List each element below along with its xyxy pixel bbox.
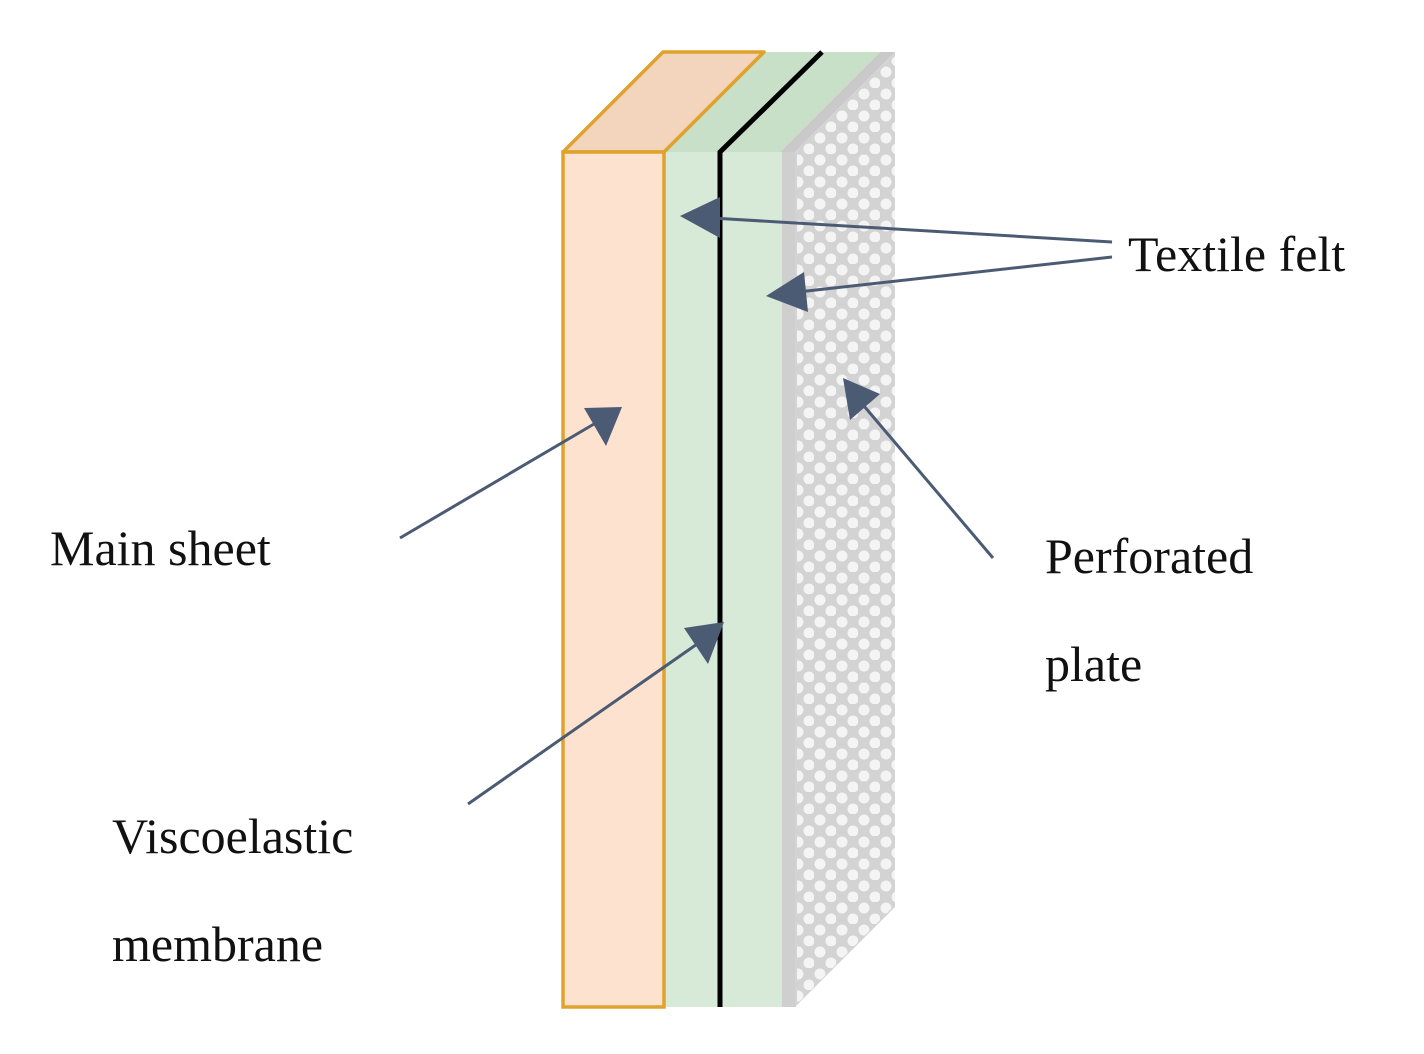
viscoelastic-membrane-label-line-2: membrane — [112, 915, 324, 972]
viscoelastic-membrane-label-line-1: Viscoelastic — [112, 808, 354, 864]
arrows — [399, 197, 1113, 806]
arrow-perforated-plate — [843, 378, 995, 559]
arrow-textile-felt-1 — [680, 197, 1113, 244]
perforated-plate-top — [780, 52, 895, 152]
textile-felt-front — [664, 52, 822, 1007]
perforated-plate — [780, 52, 895, 1007]
perforated-plate-label-line-1: Perforated — [1045, 528, 1254, 584]
viscoelastic-membrane-label: Viscoelastic membrane — [112, 808, 353, 973]
main-sheet-label: Main sheet — [50, 520, 271, 576]
viscoelastic-membrane-line — [717, 50, 824, 1007]
main-sheet — [561, 50, 766, 1009]
perforated-plate-label: Perforated plate — [1045, 528, 1253, 693]
textile-felt-label: Textile felt — [1128, 226, 1346, 282]
arrow-viscoelastic-membrane — [467, 622, 724, 806]
perforated-plate-edge — [780, 152, 796, 1007]
perforated-plate-label-line-2: plate — [1045, 635, 1143, 692]
main-sheet-face — [561, 150, 666, 1009]
perforated-plate-holes — [797, 56, 895, 1004]
arrow-textile-felt-2 — [766, 255, 1113, 312]
arrow-main-sheet — [399, 407, 622, 540]
